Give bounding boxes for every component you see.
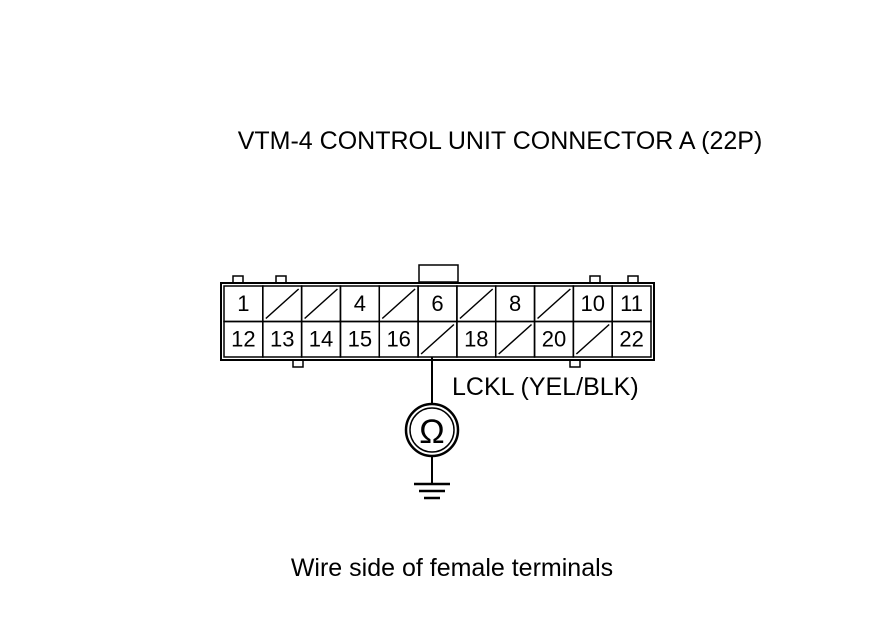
connector-housing <box>220 282 655 361</box>
pin-number: 20 <box>542 327 566 352</box>
caption: Wire side of female terminals <box>291 554 613 582</box>
locking-tab-left-1 <box>229 275 247 284</box>
pin-cell <box>611 320 652 358</box>
locking-tab-left-2 <box>272 275 290 284</box>
pin-number: 18 <box>464 327 488 352</box>
bottom-tab-right <box>569 360 581 368</box>
locking-tab-right-2 <box>624 275 642 284</box>
pin-number: 10 <box>581 291 605 316</box>
unused-pin-slash <box>575 323 610 355</box>
pin-number: 16 <box>386 327 410 352</box>
bottom-tab-left <box>292 360 304 368</box>
unused-pin-slash <box>304 288 338 320</box>
pin-number: 8 <box>509 291 521 316</box>
ohm-icon: Ω <box>419 413 444 451</box>
unused-pin-slash <box>459 288 494 320</box>
locking-tab-right-1 <box>586 275 604 284</box>
unused-pin-slash <box>537 288 571 320</box>
pin-number: 11 <box>620 291 643 316</box>
pin-number: 14 <box>309 327 333 352</box>
wire-label: LCKL (YEL/BLK) <box>452 373 639 401</box>
pin-number: 6 <box>431 291 443 316</box>
pin-number: 4 <box>354 291 366 316</box>
unused-pin-slash <box>381 288 416 320</box>
pin-number: 12 <box>231 327 255 352</box>
pin-number: 15 <box>348 327 372 352</box>
unused-pin-slash <box>498 323 533 355</box>
pin-number: 13 <box>270 327 294 352</box>
unused-pin-slash <box>265 288 300 320</box>
ohmmeter-inner-ring <box>409 407 455 453</box>
unused-pin-slash <box>420 323 455 355</box>
diagram-title: VTM-4 CONTROL UNIT CONNECTOR A (22P) <box>238 127 763 155</box>
connector-latch <box>418 264 459 283</box>
pin-number: 22 <box>619 327 643 352</box>
pin-number: 1 <box>237 291 249 316</box>
